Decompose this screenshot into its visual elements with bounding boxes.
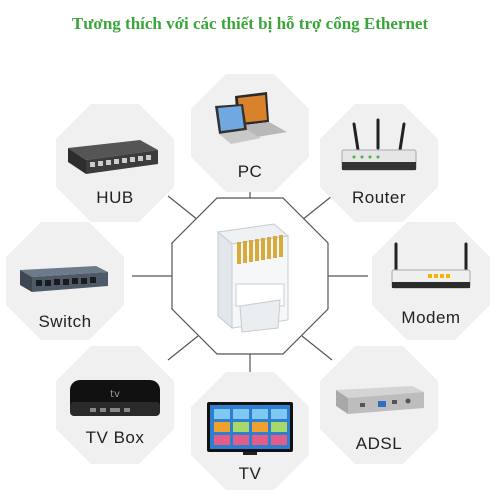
- page-title: Tương thích với các thiết bị hỗ trợ cổng…: [71, 14, 429, 33]
- laptop-icon: [215, 92, 287, 144]
- adsl-modem-icon: [336, 386, 424, 414]
- device-tile-switch: Switch: [6, 222, 124, 340]
- network-hub-icon: [68, 140, 158, 174]
- network-switch-icon: [20, 266, 108, 292]
- device-tile-adsl: ADSL: [320, 346, 438, 464]
- device-label-hub: HUB: [96, 188, 134, 207]
- device-label-pc: PC: [237, 162, 263, 181]
- svg-text:tv: tv: [110, 389, 120, 400]
- device-tile-tv: TV: [191, 372, 309, 490]
- television-icon: [207, 402, 293, 455]
- device-tile-hub: HUB: [56, 104, 174, 222]
- device-label-tv: TV: [238, 464, 262, 483]
- tv-box-icon: tv: [70, 380, 160, 416]
- modem-icon: [391, 242, 471, 289]
- router-icon: [341, 118, 417, 171]
- device-tile-modem: Modem: [372, 222, 490, 340]
- device-label-modem: Modem: [401, 308, 461, 327]
- center-connector: [170, 196, 330, 356]
- device-tile-tvbox: tv TV Box: [56, 346, 174, 464]
- device-tile-router: Router: [320, 104, 438, 222]
- device-label-switch: Switch: [38, 312, 92, 331]
- device-label-tvbox: TV Box: [85, 428, 145, 447]
- device-label-router: Router: [351, 188, 407, 207]
- device-label-adsl: ADSL: [355, 434, 403, 453]
- rj45-connector-icon: [216, 223, 290, 333]
- device-tile-pc: PC: [191, 74, 309, 192]
